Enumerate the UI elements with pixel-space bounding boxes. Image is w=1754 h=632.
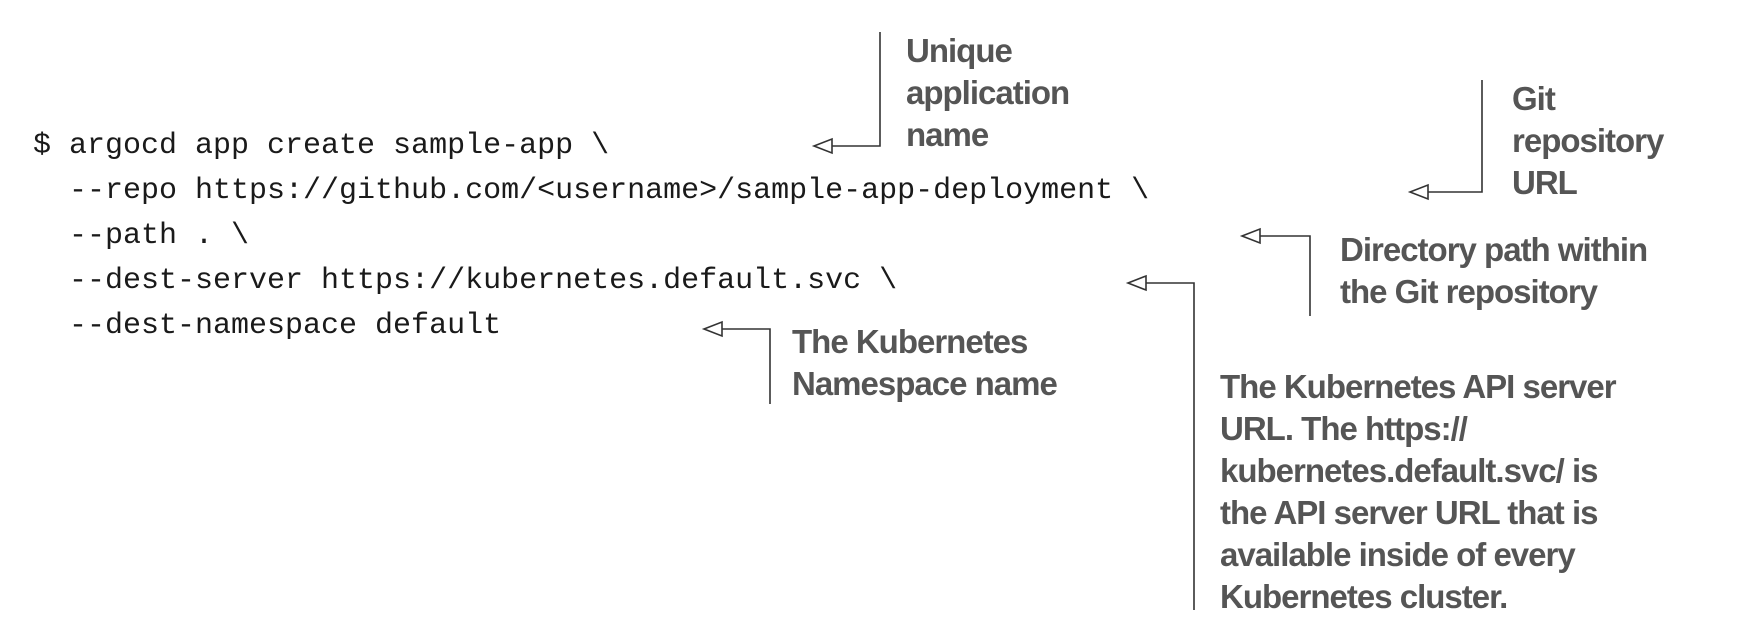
note-directory-path-line: the Git repository [1340,273,1598,310]
note-git-repository-url-line: Git [1512,80,1556,117]
note-git-repository-url: Git repository URL [1512,78,1664,204]
code-line-4: --dest-server https://kubernetes.default… [33,264,898,298]
note-api-server-url-line: Kubernetes cluster. [1220,578,1508,615]
note-kubernetes-namespace-line: The Kubernetes [792,323,1028,360]
code-line-5: --dest-namespace default [33,309,502,343]
note-directory-path-line: Directory path within [1340,231,1648,268]
note-kubernetes-namespace: The Kubernetes Namespace name [792,321,1058,405]
code-line-1: $ argocd app create sample-app \ [33,129,610,163]
connector-namespace [701,320,771,404]
note-api-server-url-line: available inside of every [1220,536,1576,573]
note-api-server-url-line: the API server URL that is [1220,494,1598,531]
code-line-2: --repo https://github.com/<username>/sam… [33,174,1150,208]
note-application-name-line: Unique [906,32,1013,69]
note-application-name-line: application [906,74,1070,111]
note-api-server-url-line: URL. The https:// [1220,410,1468,447]
connector-app-name [811,32,881,155]
note-application-name: Unique application name [906,30,1070,156]
note-git-repository-url-line: repository [1512,122,1664,159]
note-directory-path: Directory path within the Git repository [1340,229,1648,313]
note-api-server-url-line: The Kubernetes API server [1220,368,1617,405]
note-api-server-url: The Kubernetes API server URL. The https… [1220,366,1617,618]
note-application-name-line: name [906,116,989,153]
note-git-repository-url-line: URL [1512,164,1578,201]
connector-dest-server [1125,274,1195,610]
note-kubernetes-namespace-line: Namespace name [792,365,1058,402]
connector-repo-url [1407,80,1483,201]
connector-path [1239,227,1311,316]
code-line-3: --path . \ [33,219,250,253]
note-api-server-url-line: kubernetes.default.svc/ is [1220,452,1598,489]
